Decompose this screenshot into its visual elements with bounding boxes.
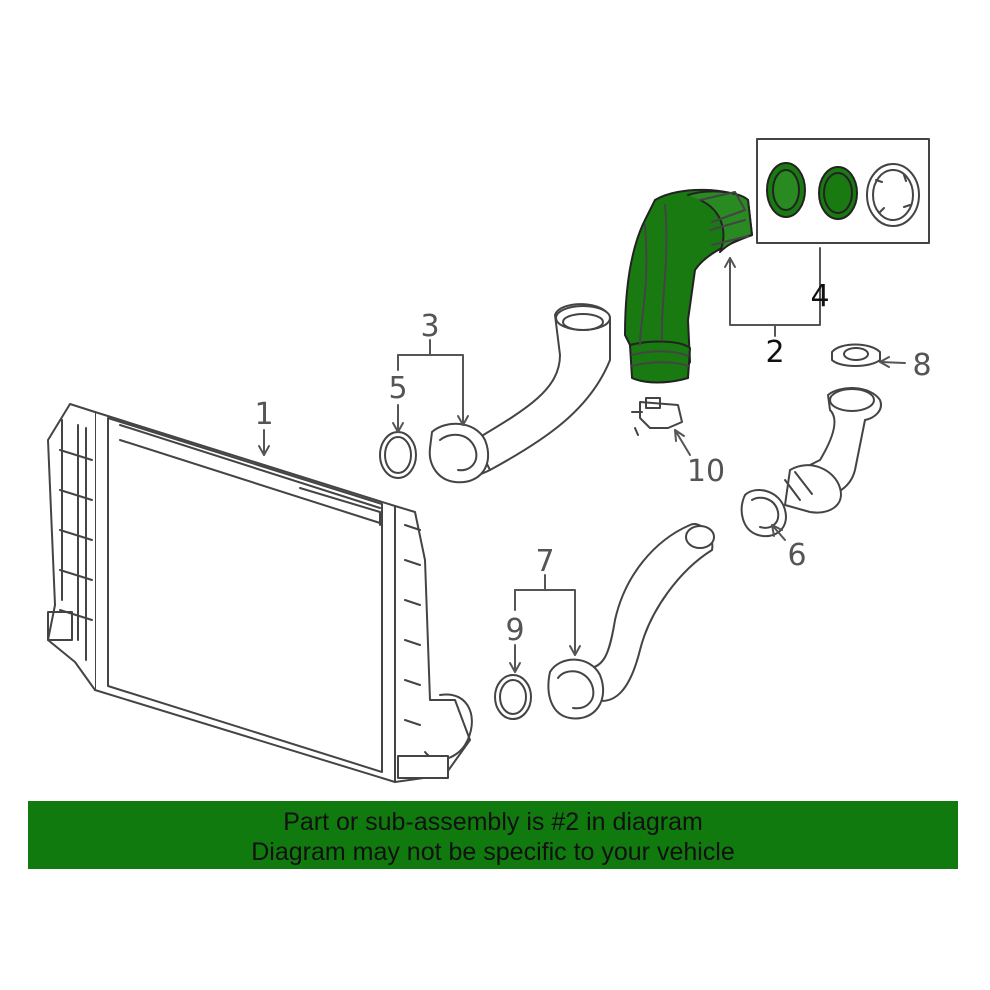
callout-7: 7 xyxy=(535,544,554,579)
callout-3: 3 xyxy=(420,309,439,344)
o-ring-9 xyxy=(494,674,532,720)
charge-pipe-lower xyxy=(547,523,715,720)
leader-lines xyxy=(258,247,906,673)
callout-4: 4 xyxy=(810,279,829,314)
callout-2: 2 xyxy=(765,335,784,370)
callout-5: 5 xyxy=(388,371,407,406)
charge-pipe-upper xyxy=(428,303,611,484)
callout-9: 9 xyxy=(505,613,524,648)
gasket-8 xyxy=(831,343,881,367)
intercooler xyxy=(47,403,473,783)
callout-1: 1 xyxy=(254,397,273,432)
o-ring-5 xyxy=(379,431,417,479)
banner-line-1: Part or sub-assembly is #2 in diagram xyxy=(283,808,703,836)
info-banner: Part or sub-assembly is #2 in diagram Di… xyxy=(28,801,958,869)
callout-10: 10 xyxy=(687,454,725,489)
seal-kit-box xyxy=(756,138,930,244)
sensor-10 xyxy=(631,397,683,436)
callout-6: 6 xyxy=(787,538,806,573)
callout-8: 8 xyxy=(912,348,931,383)
charge-hose-highlighted xyxy=(624,188,753,384)
banner-line-2: Diagram may not be specific to your vehi… xyxy=(251,838,735,866)
outlet-pipe xyxy=(740,387,882,538)
